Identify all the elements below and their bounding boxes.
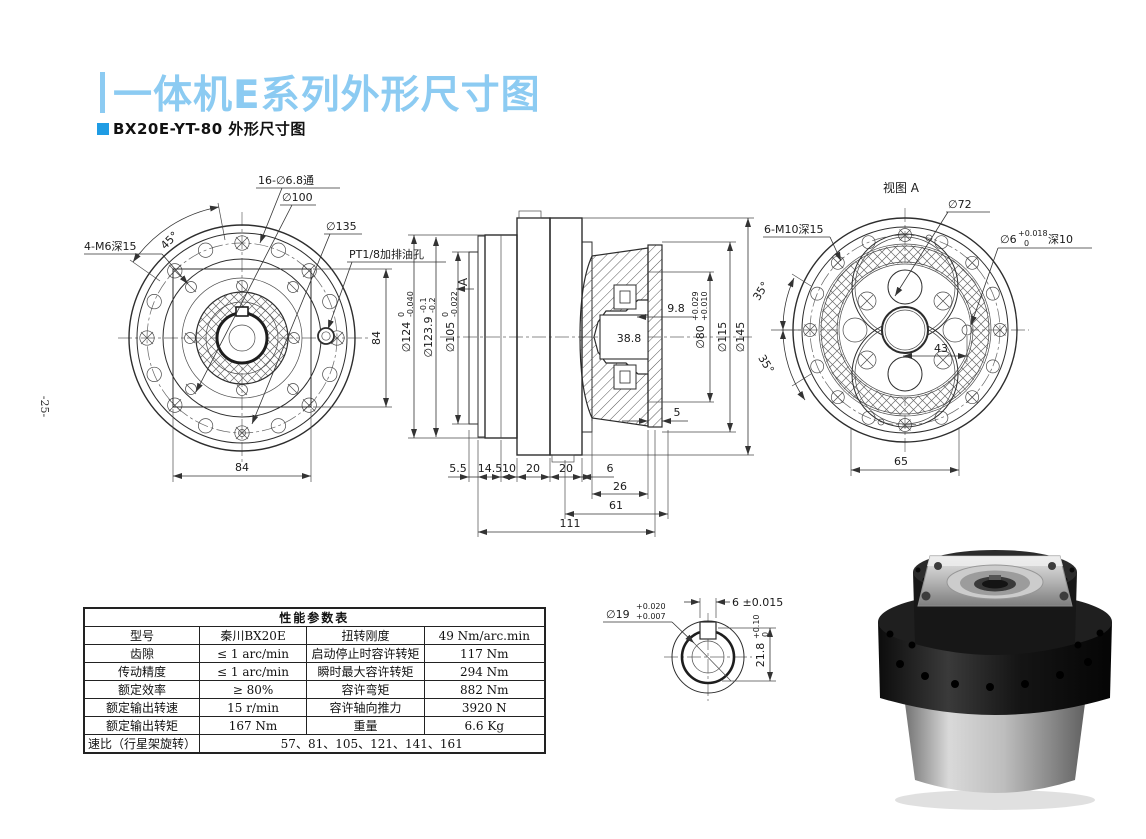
- section-chain-6: 6: [607, 462, 614, 475]
- section-d1239-tol-low: -0.2: [428, 297, 437, 313]
- section-5-label: 5: [674, 406, 681, 419]
- cell-label: 齿隙: [83, 644, 201, 663]
- view-a-43-label: 43: [934, 342, 948, 355]
- cell-value: 117 Nm: [424, 644, 546, 663]
- cell-label: 容许弯矩: [306, 680, 426, 699]
- front-d100-label: ∅100: [282, 191, 313, 204]
- section-d80-tol-up: +0.029: [691, 291, 700, 321]
- cell-label: 传动精度: [83, 662, 201, 681]
- detail-keyheight-tol-up: +0.10: [752, 614, 761, 639]
- table-title-row: 性能参数表: [83, 607, 546, 627]
- cell-value: 秦川BX20E: [199, 626, 308, 645]
- table-row: 齿隙 ≤ 1 arc/min 启动停止时容许转矩 117 Nm: [83, 644, 546, 663]
- section-d105-label: ∅105: [444, 322, 457, 353]
- view-a-d6-tol-low: 0: [1024, 239, 1029, 248]
- cell-value: ≥ 80%: [199, 680, 308, 699]
- cell-value: 49 Nm/arc.min: [424, 626, 546, 645]
- front-view-drawing: 45° 16-∅6.8通 ∅100 ∅135 4-M6深15 PT1/8加排油孔…: [84, 174, 446, 482]
- cell-label: 容许轴向推力: [306, 698, 426, 717]
- section-d124-tol-up: 0: [397, 312, 406, 317]
- detail-d19-label: ∅19: [606, 608, 630, 621]
- front-84v-label: 84: [370, 331, 383, 345]
- detail-keyheight-tol-low: 0: [761, 632, 770, 637]
- view-a-35top-label: 35°: [750, 279, 771, 302]
- table-title: 性能参数表: [83, 607, 546, 627]
- table-row: 额定输出转矩 167 Nm 重量 6.6 Kg: [83, 716, 546, 735]
- detail-d19-tol-up: +0.020: [636, 602, 666, 611]
- section-d105-tol-low: -0.022: [450, 291, 459, 317]
- page-number: -25-: [38, 395, 52, 418]
- view-a-m10-label: 6-M10深15: [764, 223, 823, 236]
- view-a-d6-depth: 深10: [1048, 233, 1073, 246]
- detail-keyheight-label: 21.8: [754, 643, 767, 668]
- cell-label: 瞬时最大容许转矩: [306, 662, 426, 681]
- cell-value: 294 Nm: [424, 662, 546, 681]
- subtitle-bullet-icon: [97, 122, 109, 135]
- table-row: 型号 秦川BX20E 扭转刚度 49 Nm/arc.min: [83, 626, 546, 645]
- cell-label: 型号: [83, 626, 201, 645]
- front-holes16-label: 16-∅6.8通: [258, 174, 314, 187]
- front-oilport-label: PT1/8加排油孔: [349, 247, 424, 261]
- section-98-label: 9.8: [667, 302, 685, 315]
- section-388-label: 38.8: [617, 332, 642, 345]
- section-111-label: 111: [560, 517, 581, 530]
- cell-value: ≤ 1 arc/min: [199, 644, 308, 663]
- front-d135-label: ∅135: [326, 220, 357, 233]
- performance-table: 性能参数表 型号 秦川BX20E 扭转刚度 49 Nm/arc.min 齿隙 ≤…: [83, 607, 546, 754]
- cell-label: 扭转刚度: [306, 626, 426, 645]
- view-a-d6-label: ∅6: [1000, 233, 1017, 246]
- section-view-drawing: A ∅124 0 -0.040 ∅123.9 -0.1 -0.2 ∅105 0 …: [397, 210, 754, 537]
- view-a-drawing: 视图 A: [750, 180, 1092, 476]
- shaft-detail-drawing: ∅19 +0.020 +0.007 6 ±0.015 21.8 +0.10 0: [603, 596, 783, 701]
- section-chain-20a: 20: [526, 462, 540, 475]
- cell-value: ≤ 1 arc/min: [199, 662, 308, 681]
- view-a-d6-tol-up: +0.018: [1018, 229, 1048, 238]
- front-m6-label: 4-M6深15: [84, 240, 136, 253]
- section-chain-10: 10: [502, 462, 516, 475]
- view-a-65-label: 65: [894, 455, 908, 468]
- front-84h-label: 84: [235, 461, 249, 474]
- section-chain-55: 5.5: [449, 462, 467, 475]
- view-a-d72-label: ∅72: [948, 198, 972, 211]
- cell-label: 启动停止时容许转矩: [306, 644, 426, 663]
- section-view-arrow-label: A: [456, 277, 470, 286]
- section-26-label: 26: [613, 480, 627, 493]
- cell-label: 重量: [306, 716, 426, 735]
- section-d124-label: ∅124: [400, 322, 413, 353]
- section-d105-tol-up: 0: [441, 312, 450, 317]
- cell-value: 15 r/min: [199, 698, 308, 717]
- table-ratio-row: 速比（行星架旋转） 57、81、105、121、141、161: [83, 734, 546, 754]
- ratio-value: 57、81、105、121、141、161: [199, 734, 546, 754]
- section-d1239-label: ∅123.9: [422, 316, 435, 357]
- cell-label: 额定输出转速: [83, 698, 201, 717]
- cell-value: 167 Nm: [199, 716, 308, 735]
- section-d1239-tol-up: -0.1: [419, 297, 428, 313]
- detail-d19-tol-low: +0.007: [636, 612, 666, 621]
- subtitle: BX20E-YT-80 外形尺寸图: [97, 118, 306, 139]
- product-photo: [878, 550, 1112, 810]
- table-row: 额定效率 ≥ 80% 容许弯矩 882 Nm: [83, 680, 546, 699]
- page-title: 一体机E系列外形尺寸图: [113, 73, 541, 118]
- cell-value: 882 Nm: [424, 680, 546, 699]
- section-d124-tol-low: -0.040: [406, 291, 415, 317]
- subtitle-text: BX20E-YT-80 外形尺寸图: [113, 120, 306, 138]
- view-a-title: 视图 A: [883, 180, 920, 195]
- cell-value: 3920 N: [424, 698, 546, 717]
- section-d80-tol-low: +0.010: [700, 291, 709, 321]
- cell-value: 6.6 Kg: [424, 716, 546, 735]
- cell-label: 额定效率: [83, 680, 201, 699]
- ratio-label: 速比（行星架旋转）: [83, 734, 201, 754]
- section-d80-label: ∅80: [694, 325, 707, 349]
- section-61-label: 61: [609, 499, 623, 512]
- view-a-35bottom-label: 35°: [755, 352, 776, 375]
- table-row: 额定输出转速 15 r/min 容许轴向推力 3920 N: [83, 698, 546, 717]
- title-accent-bar: [100, 72, 105, 113]
- detail-keywidth-label: 6 ±0.015: [732, 596, 783, 609]
- table-row: 传动精度 ≤ 1 arc/min 瞬时最大容许转矩 294 Nm: [83, 662, 546, 681]
- section-chain-145: 14.5: [478, 462, 503, 475]
- section-chain-20b: 20: [559, 462, 573, 475]
- section-d145-label: ∅145: [734, 322, 747, 353]
- cell-label: 额定输出转矩: [83, 716, 201, 735]
- section-d115-label: ∅115: [716, 322, 729, 353]
